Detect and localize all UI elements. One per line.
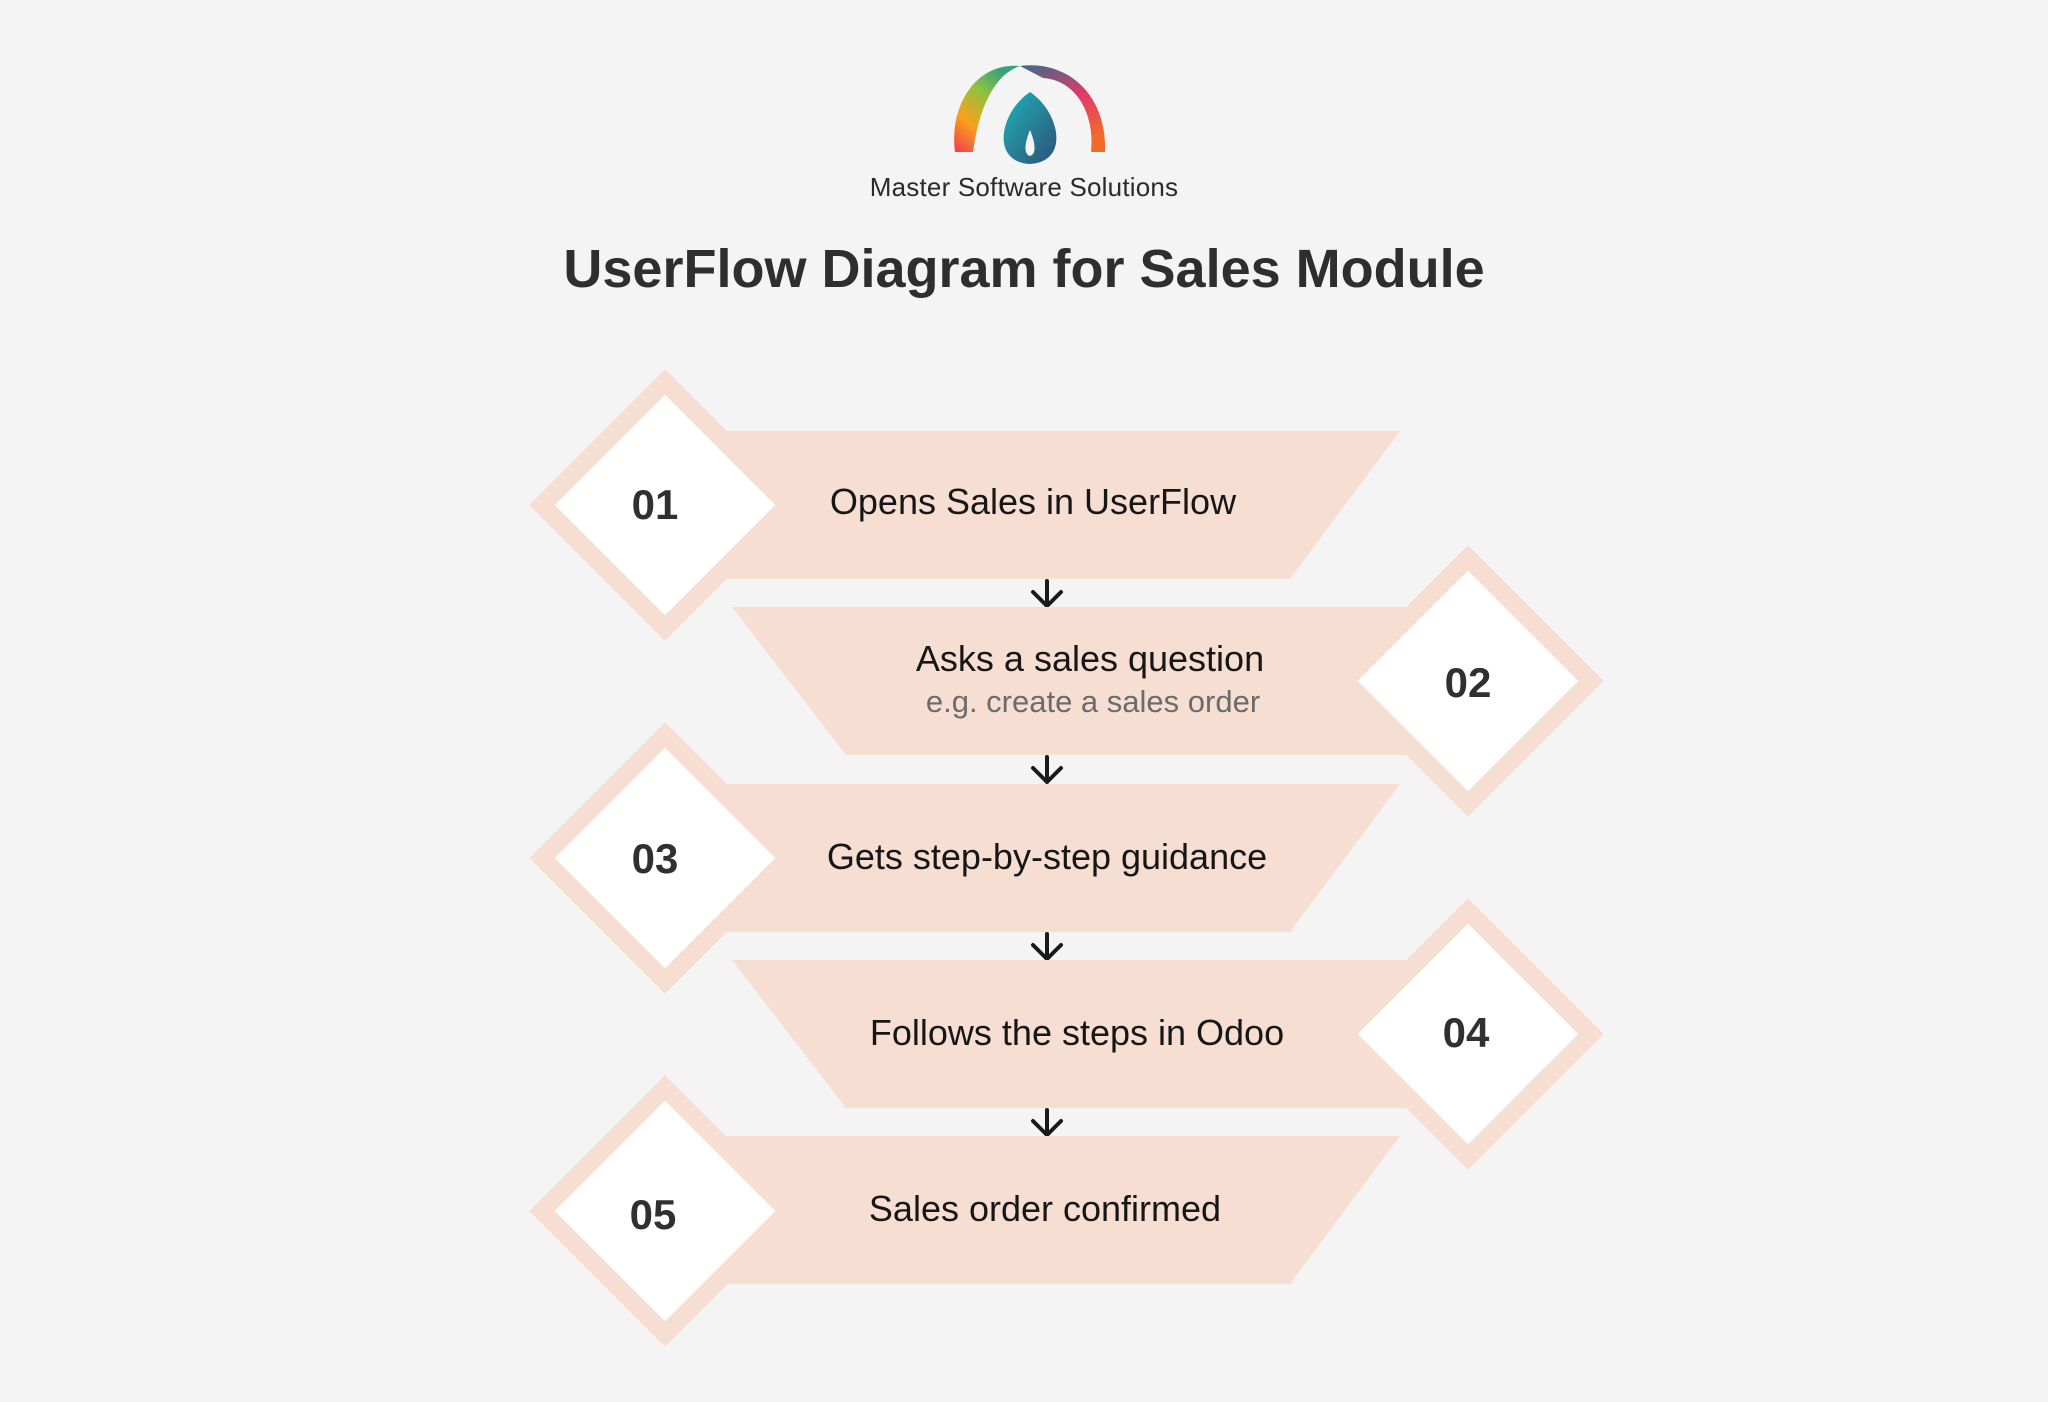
- step-label: Opens Sales in UserFlow: [830, 481, 1237, 522]
- step-band: [732, 960, 1410, 1108]
- brand-name: Master Software Solutions: [869, 172, 1179, 202]
- flow-step-1: 01 Opens Sales in UserFlow: [529, 369, 1400, 641]
- step-band: [725, 784, 1400, 932]
- flow-step-4: 04 Follows the steps in Odoo: [732, 898, 1604, 1170]
- arrow-down-icon: [1031, 1108, 1063, 1137]
- step-diamond: [529, 369, 801, 641]
- page-title: UserFlow Diagram for Sales Module: [563, 239, 1485, 299]
- step-band: [725, 1136, 1400, 1284]
- step-number: 01: [632, 481, 679, 528]
- arrow-down-icon: [1031, 755, 1063, 784]
- step-number: 03: [632, 835, 679, 882]
- step-number: 02: [1445, 659, 1492, 706]
- step-label: Sales order confirmed: [869, 1188, 1221, 1229]
- arrow-down-icon: [1031, 579, 1063, 608]
- arrow-down-icon: [1031, 932, 1063, 961]
- step-diamond: [529, 722, 801, 994]
- step-band: [725, 431, 1400, 579]
- flow-step-5: 05 Sales order confirmed: [529, 1075, 1400, 1347]
- loop-logo-icon: [954, 65, 1106, 164]
- step-label: Follows the steps in Odoo: [870, 1012, 1284, 1053]
- step-number: 04: [1443, 1009, 1490, 1056]
- step-number: 05: [630, 1191, 677, 1238]
- step-diamond: [1332, 898, 1604, 1170]
- step-band: [732, 607, 1410, 755]
- step-diamond: [1332, 545, 1604, 817]
- flow-step-3: 03 Gets step-by-step guidance: [529, 722, 1400, 994]
- step-diamond: [529, 1075, 801, 1347]
- flow-step-2: 02 Asks a sales question e.g. create a s…: [732, 545, 1604, 817]
- step-sublabel: e.g. create a sales order: [926, 684, 1260, 719]
- step-label: Gets step-by-step guidance: [827, 836, 1267, 877]
- step-label: Asks a sales question: [916, 638, 1264, 679]
